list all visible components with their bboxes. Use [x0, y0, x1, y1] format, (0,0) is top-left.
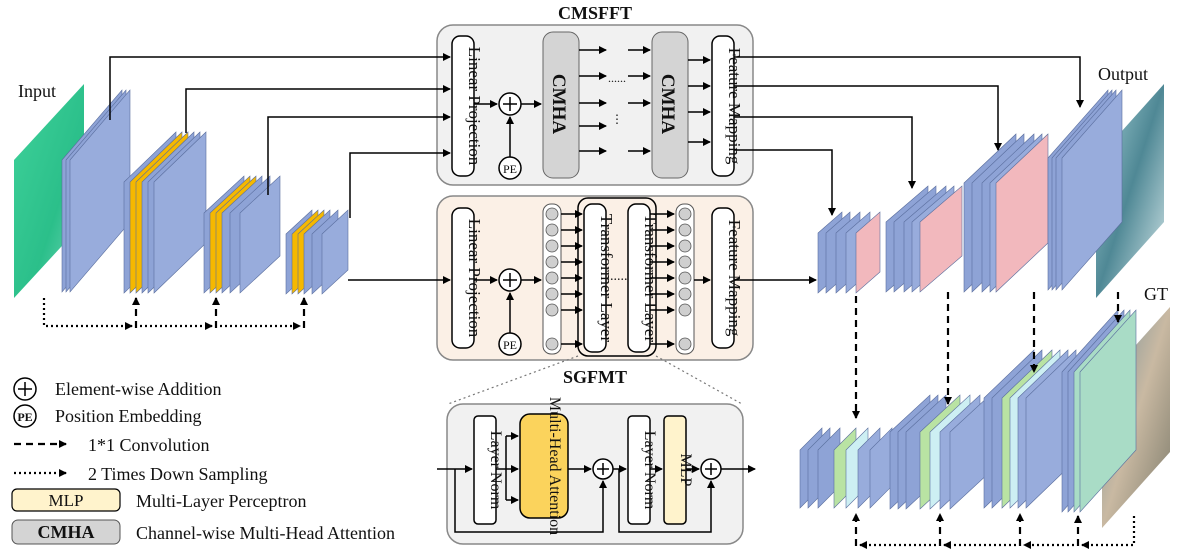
cmsfft-module: CMSFFT Linear Projection PE CMHA CMHA Fe… [436, 3, 754, 186]
sgfmt-transformer-1-label: Transformer Layer [597, 214, 616, 343]
gt-stack-1 [799, 427, 893, 509]
cmsfft-title: CMSFFT [558, 3, 632, 23]
detail-layer-norm-2-label: Layer Norm [641, 431, 658, 510]
encoder-stack-3 [203, 175, 281, 294]
cmsfft-feature-mapping-box [711, 35, 735, 177]
transformer-detail: Layer Norm Multi-Head Attention Layer No… [446, 397, 744, 545]
legend-item-conv: 1*1 Convolution [88, 435, 210, 455]
decoder-stack-2 [885, 185, 963, 293]
sgfmt-pe-label: PE [503, 338, 517, 352]
detail-layer-norm-1-label: Layer Norm [487, 431, 504, 510]
legend-item-pe: Position Embedding [55, 406, 202, 426]
legend-mlp-symbol: MLP [49, 491, 84, 510]
legend-item-addition: Element-wise Addition [55, 379, 221, 399]
legend-item-cmha: Channel-wise Multi-Head Attention [136, 523, 395, 543]
legend-pe-symbol: PE [17, 410, 32, 424]
sgfmt-module: SGFMT Linear Projection PE Transformer L… [436, 195, 754, 387]
gt-label: GT [1144, 284, 1168, 304]
downsample-dotted-arrows [42, 298, 1136, 549]
gt-stack-2 [889, 394, 991, 510]
sgfmt-title: SGFMT [563, 367, 627, 387]
sgfmt-feature-mapping-box [711, 207, 735, 349]
gt-stack-4 [1061, 309, 1137, 513]
detail-mha-label: Multi-Head Attention [546, 397, 563, 535]
cmha-dots-top: ...... [608, 71, 626, 85]
legend: Element-wise Addition PE Position Embedd… [11, 377, 395, 545]
detail-mlp-label: MLP [677, 454, 694, 487]
cmsfft-cmha-1-label: CMHA [548, 74, 569, 134]
legend-item-downsample: 2 Times Down Sampling [88, 464, 268, 484]
sgfmt-linear-projection-box [451, 207, 475, 349]
cmsfft-cmha-2-box [651, 31, 689, 179]
cmsfft-cmha-2-label: CMHA [657, 74, 678, 134]
sgfmt-linear-projection-label: Linear Projection [465, 219, 484, 338]
decoder-stack-4 [1047, 89, 1123, 291]
detail-mha-label-line: Multi-Head Attention [546, 397, 563, 535]
sgfmt-transformer-1-box [583, 203, 607, 353]
sgfmt-connectors [348, 210, 817, 348]
transformer-ellipsis: ...... [607, 269, 628, 284]
detail-mha-box [519, 413, 569, 519]
detail-layer-norm-1-box [473, 415, 497, 525]
cmha-dots-vertical: ⋮ [611, 112, 623, 126]
legend-cmha-symbol: CMHA [38, 522, 95, 542]
input-image [14, 84, 84, 298]
cmsfft-cmha-1-box [542, 31, 580, 179]
cmsfft-feature-mapping-label: Feature Mapping [725, 48, 744, 165]
legend-cmha-box [11, 519, 121, 545]
cmsfft-linear-projection-box [451, 35, 475, 177]
sgfmt-feature-mapping-label: Feature Mapping [725, 220, 744, 337]
encoder-stack-1 [61, 89, 131, 293]
cmsfft-linear-projection-label: Linear Projection [465, 47, 484, 166]
conv-dashed-arrows [132, 292, 1122, 546]
legend-item-mlp: Multi-Layer Perceptron [136, 491, 306, 511]
output-image [1096, 84, 1164, 298]
input-label: Input [18, 81, 56, 101]
output-label: Output [1098, 64, 1148, 84]
legend-mlp-box [11, 488, 121, 512]
encoder-stack-4 [285, 209, 349, 295]
cmsfft-connectors [109, 46, 1084, 218]
detail-layer-norm-2-box [627, 415, 651, 525]
detail-connectors [437, 432, 756, 533]
detail-mlp-box [663, 415, 687, 525]
svg-text:Multi-Head Attention: Multi-Head Attention [546, 397, 563, 535]
encoder-stack-2 [123, 131, 207, 294]
legend-pe-icon [13, 404, 37, 428]
cmsfft-pe-label: PE [503, 162, 517, 176]
decoder-stack-3 [963, 133, 1049, 293]
decoder-stack-1 [817, 211, 881, 294]
